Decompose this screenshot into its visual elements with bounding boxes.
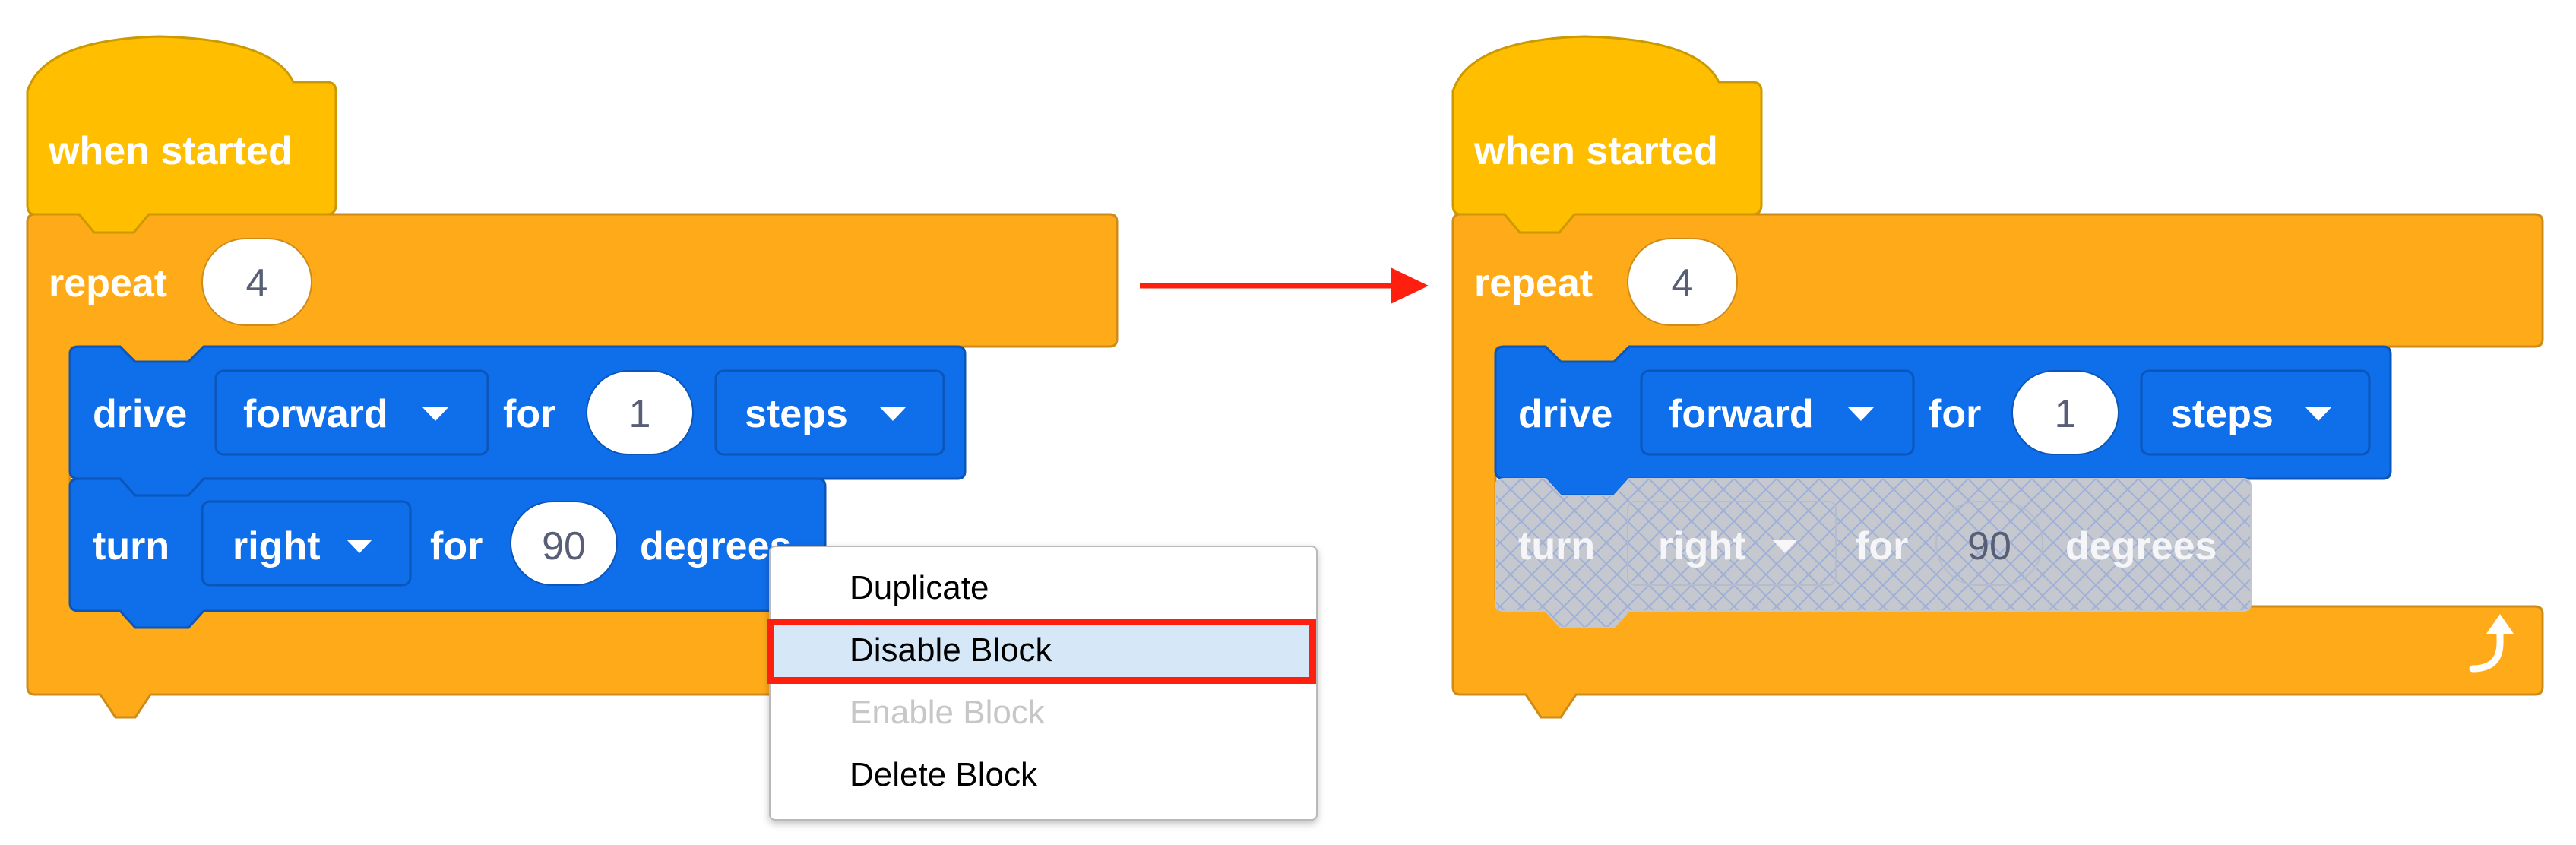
callout-highlight-box xyxy=(767,619,1316,684)
caret-down-icon xyxy=(347,540,372,553)
right-turn-direction-dropdown[interactable] xyxy=(1627,501,1837,586)
left-program: repeat 4 when started drive forward for … xyxy=(26,35,1119,719)
left-drive-unit: steps xyxy=(745,392,848,436)
right-repeat-count-input[interactable] xyxy=(1627,238,1738,326)
menu-item-enable-block: Enable Block xyxy=(850,694,1045,731)
left-turn-for-label: for xyxy=(430,524,483,568)
left-turn-direction: right xyxy=(233,524,321,568)
left-hat-label: when started xyxy=(48,129,293,173)
caret-down-icon xyxy=(2305,407,2331,421)
right-hat-block[interactable] xyxy=(1451,35,1763,234)
right-drive-unit: steps xyxy=(2170,392,2274,436)
right-hat-label: when started xyxy=(1473,129,1718,173)
left-drive-for-label: for xyxy=(503,392,555,436)
menu-item-disable-block[interactable]: Disable Block xyxy=(771,620,1316,681)
transition-arrow xyxy=(1140,267,1429,304)
left-drive-direction-dropdown[interactable] xyxy=(214,369,489,456)
right-drive-direction: forward xyxy=(1669,392,1814,436)
left-turn-label: turn xyxy=(93,524,169,568)
right-repeat-label: repeat xyxy=(1474,261,1593,305)
left-turn-amount-input[interactable] xyxy=(510,501,618,586)
left-drive-direction: forward xyxy=(243,392,388,436)
loop-arrow-icon xyxy=(2469,614,2514,673)
caret-down-icon xyxy=(1848,407,1874,421)
left-drive-label: drive xyxy=(93,392,187,436)
right-turn-unit: degrees xyxy=(2065,524,2217,568)
caret-down-icon xyxy=(422,407,448,421)
right-turn-amount: 90 xyxy=(1967,524,2011,568)
left-turn-unit: degrees xyxy=(640,524,791,568)
right-turn-label: turn xyxy=(1518,524,1595,568)
right-program: repeat 4 when started drive forward for … xyxy=(1451,35,2544,719)
right-turn-direction: right xyxy=(1658,524,1746,568)
left-hat-block[interactable] xyxy=(26,35,337,234)
right-turn-for-label: for xyxy=(1856,524,1908,568)
right-drive-label: drive xyxy=(1518,392,1612,436)
left-drive-amount: 1 xyxy=(629,392,651,436)
right-turn-amount-input[interactable] xyxy=(1935,501,2043,586)
right-repeat-count: 4 xyxy=(1672,261,1694,305)
menu-item-delete-block[interactable]: Delete Block xyxy=(850,756,1038,793)
menu-item-duplicate[interactable]: Duplicate xyxy=(850,569,989,606)
left-drive-amount-input[interactable] xyxy=(586,370,694,455)
left-drive-unit-dropdown[interactable] xyxy=(714,369,945,456)
right-drive-amount: 1 xyxy=(2055,392,2077,436)
right-drive-amount-input[interactable] xyxy=(2011,370,2119,455)
right-drive-unit-dropdown[interactable] xyxy=(2140,369,2371,456)
left-turn-direction-dropdown[interactable] xyxy=(201,500,412,587)
right-turn-block-disabled[interactable] xyxy=(1495,478,2252,628)
caret-down-icon xyxy=(880,407,906,421)
caret-down-icon xyxy=(1772,540,1798,553)
right-drive-for-label: for xyxy=(1929,392,1981,436)
right-drive-direction-dropdown[interactable] xyxy=(1640,369,1915,456)
right-arrow-icon xyxy=(1391,267,1429,304)
left-repeat-count: 4 xyxy=(246,261,268,305)
left-repeat-label: repeat xyxy=(49,261,167,305)
left-repeat-count-input[interactable] xyxy=(201,238,312,326)
left-turn-amount: 90 xyxy=(542,524,586,568)
